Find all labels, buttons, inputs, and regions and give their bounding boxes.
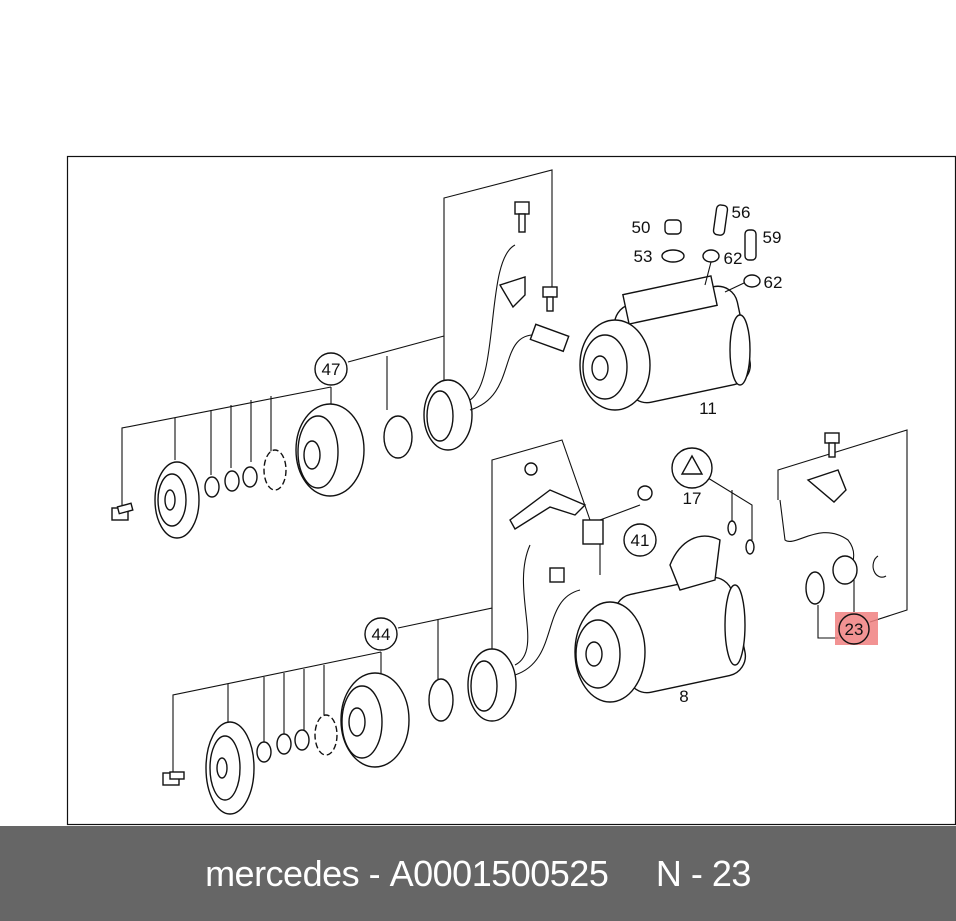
callout-62[interactable]: 62 — [764, 273, 783, 292]
part-number: A0001500525 — [389, 852, 609, 894]
part-info-footer: mercedes - A0001500525 N - 23 — [0, 826, 956, 921]
callout-label: 44 — [372, 625, 391, 644]
upper-clutch-leaders — [121, 169, 553, 505]
compressor-8 — [574, 535, 747, 703]
callout-label: 41 — [631, 531, 650, 550]
highlight-box — [835, 612, 878, 645]
callout-44[interactable]: 44 — [364, 617, 398, 651]
brand-name: mercedes — [205, 852, 360, 894]
callout-41[interactable]: 41 — [623, 523, 657, 557]
bolt-icon — [542, 286, 558, 312]
bolt-icon — [824, 432, 840, 458]
bolt-icon — [111, 502, 134, 521]
small-parts-50-62 — [661, 204, 761, 293]
callout-23-highlighted[interactable]: 23 — [835, 612, 878, 645]
spacer — [608, 853, 656, 895]
sensor-23-parts — [779, 432, 887, 605]
callout-50[interactable]: 50 — [632, 218, 651, 237]
callout-47[interactable]: 47 — [314, 352, 348, 386]
callout-56[interactable]: 56 — [732, 203, 751, 222]
bolt-icon — [514, 201, 530, 233]
callout-label: 47 — [322, 360, 341, 379]
reference-number: N - 23 — [655, 852, 752, 894]
callout-62[interactable]: 62 — [724, 249, 743, 268]
sensor-leaders — [777, 429, 908, 639]
callout-59[interactable]: 59 — [763, 228, 782, 247]
callout-8[interactable]: 8 — [679, 687, 688, 706]
callout-17[interactable]: 17 — [683, 489, 702, 508]
callout-11[interactable]: 11 — [699, 399, 717, 418]
parts-diagram: 47 44 41 23 17 11 8 50 53 56 59 62 62 — [66, 155, 956, 826]
callout-label: 23 — [845, 620, 864, 639]
separator: - — [359, 852, 390, 894]
upper-clutch-parts — [111, 201, 570, 539]
lower-clutch-parts — [162, 462, 653, 815]
callout-53[interactable]: 53 — [634, 247, 653, 266]
compressor-11 — [579, 275, 751, 411]
part-17-seal — [671, 447, 755, 555]
bolt-icon — [162, 771, 185, 786]
